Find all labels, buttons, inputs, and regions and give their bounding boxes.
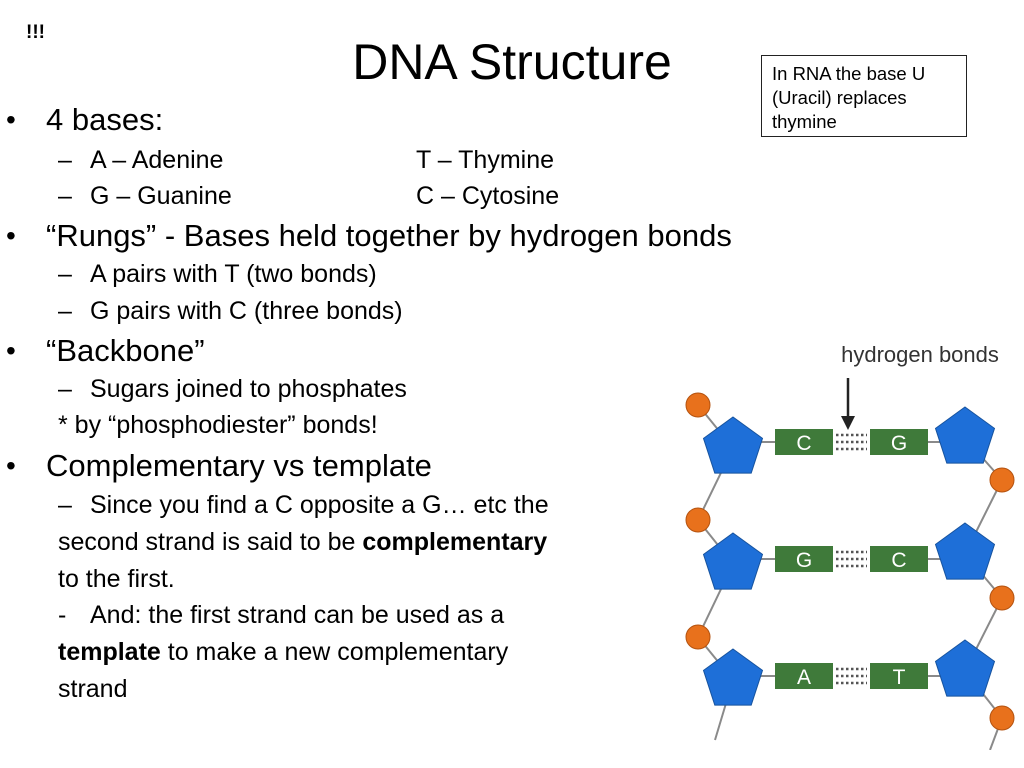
base-letter-left: C [796, 432, 811, 455]
dash-marker: – [58, 375, 72, 403]
base-block-right [870, 546, 928, 572]
sugar-pentagon [702, 416, 764, 474]
template-bold-term: template [58, 638, 161, 666]
base-letter-right: C [891, 549, 906, 572]
base-block-left [775, 663, 833, 689]
complementary-line-1: Since you find a C opposite a G… etc the [90, 491, 549, 519]
dash-marker: – [58, 182, 72, 210]
bullet-dot: • [6, 450, 16, 481]
phosphate-circle [989, 467, 1015, 493]
phosphate-circle [685, 624, 711, 650]
rna-note-box: In RNA the base U (Uracil) replaces thym… [761, 55, 967, 137]
complementary-heading: Complementary vs template [46, 448, 432, 483]
dna-ladder-diagram: hydrogen bonds C G G C A T [685, 342, 1015, 750]
phosphate-circle [989, 585, 1015, 611]
base-letter-right: T [893, 666, 906, 689]
template-line-1: And: the first strand can be used as a [90, 601, 505, 629]
backbone-sub-phosphodiester: * by “phosphodiester” bonds! [58, 411, 378, 439]
template-line-3: strand [58, 675, 128, 703]
base-thymine: T – Thymine [416, 146, 555, 174]
bullet-dot: • [6, 104, 16, 135]
backbone-sub-sugars: Sugars joined to phosphates [90, 375, 407, 403]
phosphate-circle [685, 392, 711, 418]
rungs-heading: “Rungs” - Bases held together by hydroge… [46, 218, 732, 253]
complementary-line-2-text: second strand is said to be [58, 528, 363, 556]
base-guanine: G – Guanine [90, 182, 232, 210]
base-letter-left: G [796, 549, 812, 572]
complementary-line-3: to the first. [58, 565, 175, 593]
phosphate-circle [989, 705, 1015, 731]
base-letter-right: G [891, 432, 907, 455]
bases-heading: 4 bases: [46, 102, 164, 137]
sugar-pentagon [934, 406, 996, 464]
slide-title: DNA Structure [352, 34, 672, 90]
dash-marker: – [58, 146, 72, 174]
template-line-2: template to make a new complementary [58, 637, 508, 667]
sugar-pentagon [702, 532, 764, 590]
base-adenine: A – Adenine [90, 146, 224, 174]
base-block-right [870, 663, 928, 689]
bullet-dot: • [6, 220, 16, 251]
base-letter-left: A [797, 666, 811, 689]
sugar-pentagon [934, 522, 996, 580]
base-block-left [775, 429, 833, 455]
backbone-heading: “Backbone” [46, 333, 205, 368]
bullet-dot: • [6, 335, 16, 366]
sugar-pentagon [934, 639, 996, 697]
backbone-nodes [685, 392, 1015, 731]
rungs-sub-at: A pairs with T (two bonds) [90, 260, 377, 288]
complementary-line-2: second strand is said to be complementar… [58, 527, 547, 557]
corner-mark: !!! [26, 22, 45, 43]
template-marker: - [58, 601, 67, 629]
rungs: C G G C A T [755, 429, 944, 689]
dash-marker: – [58, 260, 72, 288]
rungs-sub-gc: G pairs with C (three bonds) [90, 297, 403, 325]
complementary-bold-term: complementary [362, 528, 548, 556]
dash-marker: – [58, 297, 72, 325]
template-line-2-text: to make a new complementary [160, 638, 509, 666]
dash-marker: – [58, 491, 72, 519]
hydrogen-bonds-label: hydrogen bonds [841, 342, 999, 367]
hydrogen-bonds-arrow [841, 378, 855, 430]
base-block-right [870, 429, 928, 455]
sugar-pentagon [702, 648, 764, 706]
phosphate-circle [685, 507, 711, 533]
base-block-left [775, 546, 833, 572]
base-cytosine: C – Cytosine [416, 182, 560, 210]
